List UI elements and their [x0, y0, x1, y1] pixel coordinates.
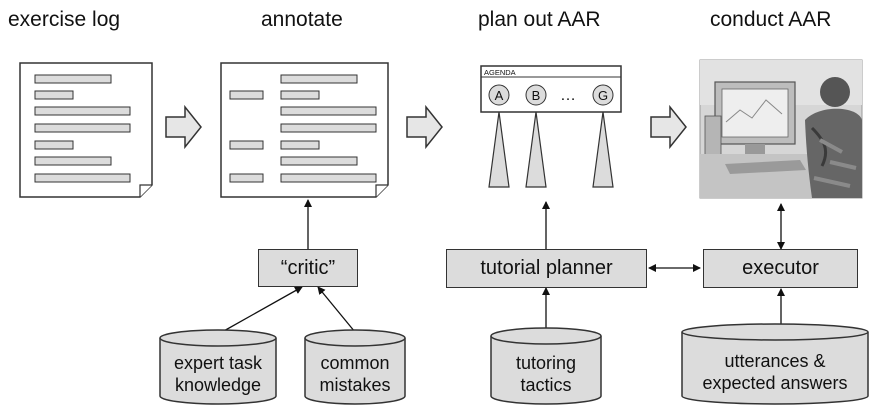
agenda-item-b — [525, 84, 547, 106]
stage-title-plan-out-aar: plan out AAR — [478, 8, 601, 31]
executor-label: executor — [742, 257, 819, 279]
agenda-spike-a — [488, 111, 510, 188]
agenda-item-b-label: B — [532, 88, 541, 103]
stage-title-exercise-log: exercise log — [8, 8, 121, 31]
stage-title-annotate: annotate — [261, 8, 343, 31]
common-mistakes-label: common mistakes — [319, 353, 391, 395]
tutorial-planner-box: tutorial planner — [446, 249, 647, 288]
block-arrow-3 — [650, 104, 687, 150]
stage-title-conduct-aar: conduct AAR — [710, 8, 832, 31]
annotated-document — [220, 62, 389, 198]
agenda-item-g — [592, 84, 614, 106]
arrow-expert-to-critic — [221, 286, 303, 333]
agenda-panel: AGENDA A B … G — [480, 65, 622, 188]
critic-box: “critic” — [258, 249, 358, 287]
utterances-cylinder — [681, 323, 869, 405]
block-arrow-1 — [165, 104, 202, 150]
tutoring-tactics-label: tutoring tactics — [515, 353, 577, 395]
agenda-spike-g — [592, 111, 614, 188]
critic-label: “critic” — [280, 256, 336, 279]
exercise-log-document — [19, 62, 153, 198]
expert-task-knowledge-cylinder — [159, 329, 277, 405]
expert-task-knowledge-label: expert task knowledge — [173, 353, 263, 395]
agenda-title: AGENDA — [484, 68, 516, 77]
agenda-item-a-label: A — [495, 88, 504, 103]
aar-photo — [699, 59, 863, 199]
agenda-item-a — [488, 84, 510, 106]
tutorial-planner-label: tutorial planner — [480, 257, 613, 279]
executor-box: executor — [703, 249, 858, 288]
utterances-expected-answers-label: utterances & expected answers — [702, 351, 848, 393]
arrow-mistakes-to-critic — [317, 286, 356, 333]
block-arrow-2 — [406, 104, 443, 150]
agenda-spike-b — [525, 111, 547, 188]
agenda-item-g-label: G — [598, 88, 608, 103]
agenda-ellipsis: … — [560, 87, 576, 104]
tutoring-tactics-cylinder — [490, 327, 602, 405]
common-mistakes-cylinder — [304, 329, 406, 405]
